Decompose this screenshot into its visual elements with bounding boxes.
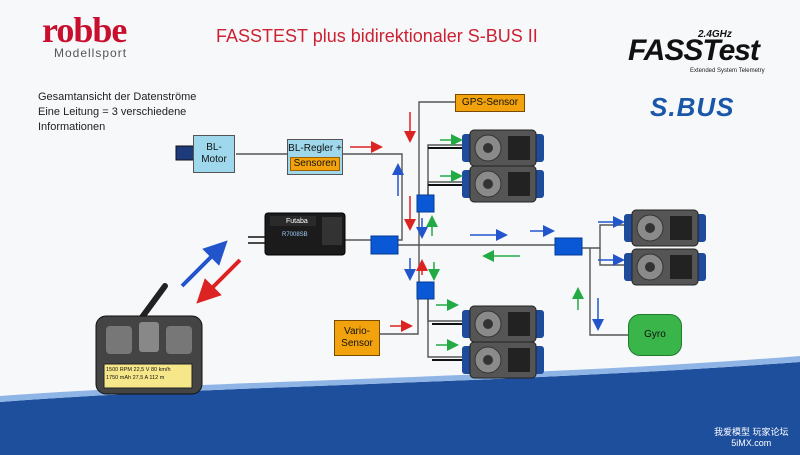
radio-downlink-arrow — [196, 258, 242, 304]
watermark-line-2: 5iMX.com — [731, 438, 772, 448]
description-line-3: Informationen — [38, 121, 106, 133]
bottom-band — [0, 362, 800, 455]
flow-arrows — [350, 112, 625, 351]
telemetry-line-1: 1500 RPM 22,5 V 80 km/h — [106, 367, 171, 373]
receiver-brand: Futaba — [286, 218, 308, 225]
sbus-hub-top — [416, 194, 435, 213]
transmitter-screen: 1500 RPM 22,5 V 80 km/h 1750 mAh 27,5 A … — [106, 366, 190, 386]
bl-regler-box: BL-Regler + Sensoren — [287, 139, 343, 175]
description: Gesamtansicht der Datenströme Eine Leitu… — [38, 90, 196, 135]
servo-icon-6 — [624, 248, 706, 286]
robbe-logo: robbe Modellsport — [42, 12, 172, 60]
watermark: 我爱模型 玩家论坛 5iMX.com — [714, 427, 789, 449]
sbus-logo: S.BUS — [650, 92, 735, 122]
fasstest-band-label: 2.4GHz — [698, 29, 732, 40]
description-line-2: Eine Leitung = 3 verschiedene — [38, 106, 187, 118]
gps-sensor-box: GPS-Sensor — [455, 94, 525, 112]
vario-label-2: Sensor — [341, 338, 373, 349]
bl-motor-label-2: Motor — [201, 154, 227, 165]
receiver-model: R7008SB — [282, 232, 308, 238]
transmitter-icon — [95, 283, 203, 395]
telemetry-line-2: 1750 mAh 27,5 A 112 m — [106, 375, 165, 381]
vario-sensor-box: Vario- Sensor — [334, 320, 380, 356]
bl-sensor-label: Sensoren — [289, 157, 341, 171]
sbus-hub-bottom — [416, 281, 435, 300]
servo-icon-3 — [462, 305, 544, 343]
vario-label-1: Vario- — [344, 326, 370, 337]
bl-motor-box: BL- Motor — [193, 135, 235, 173]
fasstest-tagline: Extended System Telemetry — [690, 68, 765, 74]
servo-icon-4 — [462, 341, 544, 379]
watermark-line-1: 我爱模型 玩家论坛 — [714, 427, 789, 437]
servo-icon-2 — [462, 165, 544, 203]
description-line-1: Gesamtansicht der Datenströme — [38, 91, 197, 103]
brand-subtitle: Modellsport — [54, 46, 128, 60]
servo-icon-5 — [624, 209, 706, 247]
slide-title: FASSTEST plus bidirektionaler S-BUS II — [216, 26, 538, 46]
brand-wordmark: robbe — [42, 10, 127, 50]
servo-icon-1 — [462, 129, 544, 167]
bl-regler-label: BL-Regler + — [288, 143, 342, 154]
sbus-hub-main — [370, 235, 399, 255]
receiver-icon — [248, 212, 346, 256]
radio-uplink-arrow — [180, 240, 228, 288]
sbus-hub-right — [554, 237, 583, 256]
motor-shaft — [175, 145, 195, 161]
bl-motor-label-1: BL- — [206, 142, 222, 153]
fasstest-logo: FASSTest — [628, 34, 760, 67]
gyro-box: Gyro — [628, 314, 682, 356]
